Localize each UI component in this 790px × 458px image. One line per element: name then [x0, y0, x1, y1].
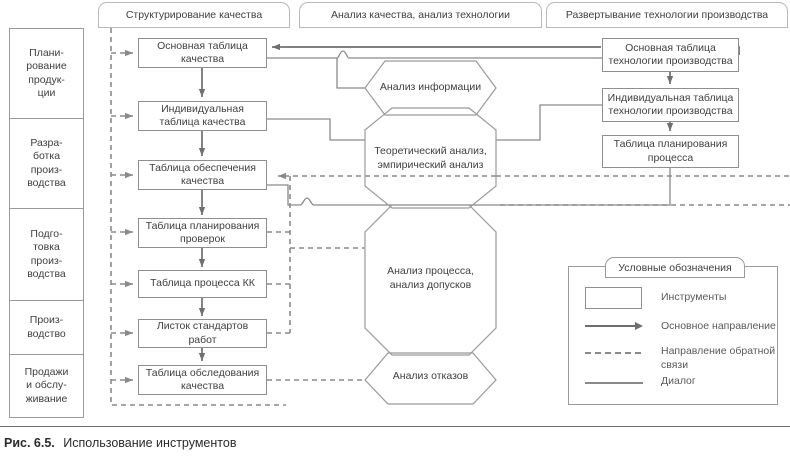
hexagon-teoreticheskiy-empiricheskiy-analiz[interactable]: Теоретический анализ, эмпирический анали…: [374, 145, 487, 171]
hexagon-3-shape: [364, 204, 497, 356]
box-osnovnaya-tablica-kachestva[interactable]: Основная таблица качества: [138, 38, 267, 68]
caption-divider: [0, 426, 790, 427]
phase-tab-1[interactable]: Структурирование качества: [98, 2, 290, 28]
dialog-to-hex1: [336, 58, 365, 89]
legend-label-osnovnoe-napravlenie: Основное направление: [661, 320, 776, 332]
stage-razrabotka-proizvodstva[interactable]: Разра- ботка произ- водства: [10, 119, 83, 209]
box-tablica-planirovaniya-proverok[interactable]: Таблица планирования проверок: [138, 218, 267, 248]
phase-tab-2[interactable]: Анализ качества, анализ технологии: [299, 2, 542, 28]
phase-tab-3[interactable]: Развертывание технологии производства: [546, 2, 788, 28]
box-tablica-obsledovaniya-kachestva[interactable]: Таблица обследования качества: [138, 365, 267, 395]
dialog-box2-to-hex2: [267, 118, 365, 141]
dashed-left-spine: [110, 28, 286, 406]
hexagon-2-shape: [364, 107, 497, 209]
figure-caption-text: Использование инструментов: [63, 436, 237, 450]
dialog-hex2-to-rbox2: [496, 104, 602, 141]
hexagon-analiz-otkazov[interactable]: Анализ отказов: [392, 370, 469, 383]
hexagon-outlines: [364, 60, 497, 405]
box-listok-standartov-rabot[interactable]: Листок стандартов работ: [138, 319, 267, 348]
stage-podgotovka-proizvodstva[interactable]: Подго- товка произ- водства: [10, 209, 83, 301]
dialog-hop-top: [330, 50, 420, 59]
legend-label-instrumenty: Инструменты: [661, 291, 727, 303]
box-individualnaya-tablica-kachestva[interactable]: Индивидуальная таблица качества: [138, 101, 267, 131]
hexagon-analiz-processa-dopuskov[interactable]: Анализ процесса, анализ допусков: [387, 265, 474, 291]
legend-swatch-instrument-box: [585, 287, 642, 309]
dialog-box3-to-rail: [267, 184, 300, 206]
legend-title: Условные обозначения: [605, 257, 745, 278]
box-tablica-processa-kk[interactable]: Таблица процесса КК: [138, 270, 267, 298]
stage-proizvodstvo[interactable]: Произ- водство: [10, 301, 83, 355]
legend-label-napravlenie-obratnoy-svyazi: Направление обратной связи: [661, 345, 776, 371]
stage-column: Плани- рование продук- ции Разра- ботка …: [9, 28, 84, 418]
stage-prodazhi-i-obsluzhivanie[interactable]: Продажи и обслу- живание: [24, 365, 69, 405]
box-osnovnaya-tablica-tehnologii[interactable]: Основная таблица технологии производства: [602, 38, 739, 72]
box-tablica-planirovaniya-processa[interactable]: Таблица планирования процесса: [602, 135, 739, 168]
box-tablica-obespecheniya-kachestva[interactable]: Таблица обеспечения качества: [138, 160, 267, 190]
dialog-hop-mid: [299, 197, 352, 206]
legend-label-dialog: Диалог: [661, 375, 696, 387]
hexagon-4-shape: [364, 352, 497, 405]
stage-planirovanie-produkcii[interactable]: Плани- рование продук- ции: [10, 29, 83, 119]
box-individualnaya-tablica-tehnologii[interactable]: Индивидуальная таблица технологии произв…: [602, 88, 739, 122]
hexagon-analiz-informacii[interactable]: Анализ информации: [379, 81, 482, 94]
figure-caption: Рис. 6.5. Использование инструментов: [4, 436, 604, 450]
hexagon-1-shape: [364, 60, 497, 116]
figure-caption-number: Рис. 6.5.: [4, 436, 55, 450]
dialog-rbox3-down: [500, 168, 671, 206]
